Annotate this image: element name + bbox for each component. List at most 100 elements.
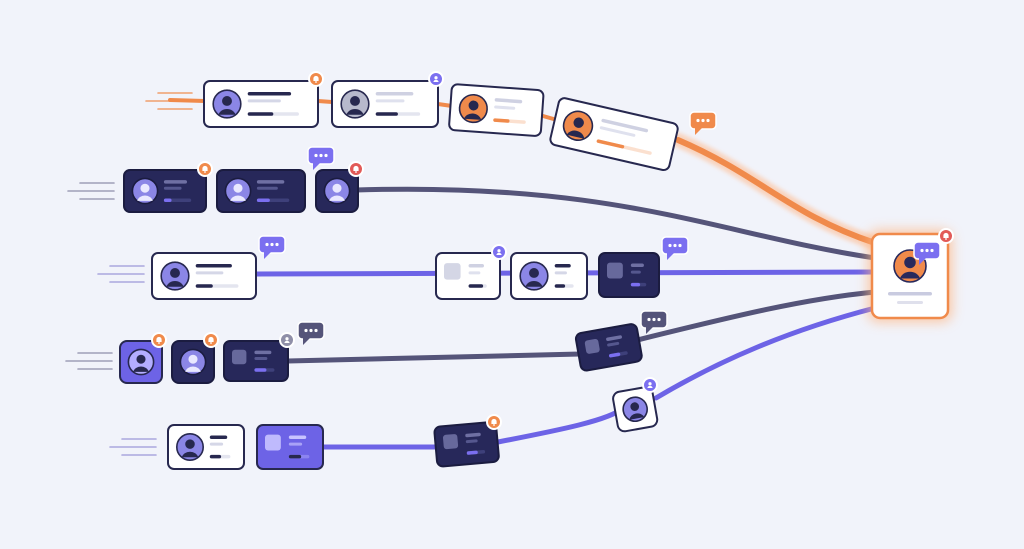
chat-bubble-icon[interactable] [689,111,717,135]
text-line [897,301,923,304]
notification-icon[interactable] [428,71,444,87]
avatar-body [346,108,364,115]
speed-lines-icon [65,352,113,370]
text-line [494,105,516,110]
avatar-body [329,195,345,201]
user-avatar-icon [224,177,252,205]
progress-fill [209,454,222,459]
violet-flow-card-1[interactable] [151,252,257,300]
progress-fill [554,284,566,288]
progress-fill [288,454,302,459]
violet-flow-card-4[interactable] [598,252,660,298]
progress-fill [493,118,510,123]
image-placeholder-icon [607,262,623,279]
avatar-body [133,366,149,372]
badge-glyph [496,252,502,255]
speed-lines-icon [109,438,157,456]
orange-flow-card-2[interactable] [331,80,439,128]
chat-bubble-icon[interactable] [297,321,325,345]
notification-icon[interactable] [491,244,507,260]
user-avatar-icon [340,89,370,119]
navy-flow-card-2[interactable] [216,169,306,213]
text-line [288,442,303,446]
lower-violet-card-3[interactable] [433,421,500,468]
navy-flow-card-1[interactable] [123,169,207,213]
notification-icon[interactable] [308,71,324,87]
slate-flow-card-4[interactable] [574,323,643,372]
badge-glyph [156,336,162,342]
notification-icon[interactable] [486,414,502,430]
bubble-dot [309,328,313,333]
violet-flow-card-2[interactable] [435,252,501,300]
slate-flow-card-3[interactable] [223,340,289,382]
notification-icon[interactable] [642,377,658,393]
avatar-head [222,95,232,106]
violet-flow-card-3[interactable] [510,252,588,300]
orange-flow-card-1[interactable] [203,80,319,128]
chat-bubble-icon[interactable] [913,241,941,265]
badge-glyph [284,340,290,343]
notification-icon[interactable] [197,161,213,177]
navy-flow-avatar[interactable] [315,169,359,213]
speed-lines-icon [145,92,193,110]
bubble-dot [657,317,661,322]
bubble-tail [919,258,926,265]
notification-icon[interactable] [279,332,295,348]
slate-flow-avatar-1[interactable] [119,340,163,384]
orange-flow-line [675,137,878,246]
user-avatar-icon [622,396,648,423]
progress-fill [630,282,641,287]
text-line [465,432,481,438]
chat-bubble-icon[interactable] [661,236,689,260]
lower-violet-card-2[interactable] [256,424,324,470]
notification-icon[interactable] [938,228,954,244]
slate-flow-avatar-2[interactable] [171,340,215,384]
orange-flow-card-4[interactable] [549,97,679,172]
bubble-dot [314,153,318,158]
image-placeholder-icon [442,434,459,450]
avatar-head [332,183,342,193]
badge-glyph [433,79,439,82]
user-avatar-icon [160,261,190,291]
bubble-dot [652,317,656,322]
cards [119,71,954,470]
avatar-head [573,117,584,128]
bubble-dot [668,243,672,248]
connection-lines [168,98,882,450]
badge-glyph [647,385,653,388]
avatar-body [525,280,543,287]
user-avatar-icon [562,110,594,141]
avatar-head [529,267,539,278]
notification-icon[interactable] [348,161,364,177]
image-box [442,434,459,450]
chat-bubble-icon[interactable] [307,146,335,170]
progress-fill [466,450,478,455]
user-avatar-icon [519,261,549,291]
text-line [601,118,649,133]
text-line [607,341,620,347]
text-line [195,271,224,275]
avatar-head [630,402,640,411]
chat-bubble-icon[interactable] [258,235,286,259]
badge-glyph [313,75,319,81]
orange-flow-card-3[interactable] [448,83,545,137]
image-box [584,338,600,354]
lower-violet-avatar[interactable] [612,386,659,433]
image-placeholder-icon [444,263,461,280]
lower-violet-card-1[interactable] [167,424,245,470]
badge-glyph [355,171,357,173]
speed-lines [65,92,193,456]
text-line [468,271,481,275]
avatar-body [218,108,236,115]
badge-glyph [158,342,160,344]
notification-icon[interactable] [151,332,167,348]
text-line [888,292,932,296]
badge-glyph [353,165,359,171]
bubble-dot [925,248,929,253]
notification-icon[interactable] [203,332,219,348]
speed-lines-icon [67,182,115,200]
avatar-head [136,354,146,364]
avatar-head [140,183,150,193]
chat-bubble-icon[interactable] [640,310,668,334]
